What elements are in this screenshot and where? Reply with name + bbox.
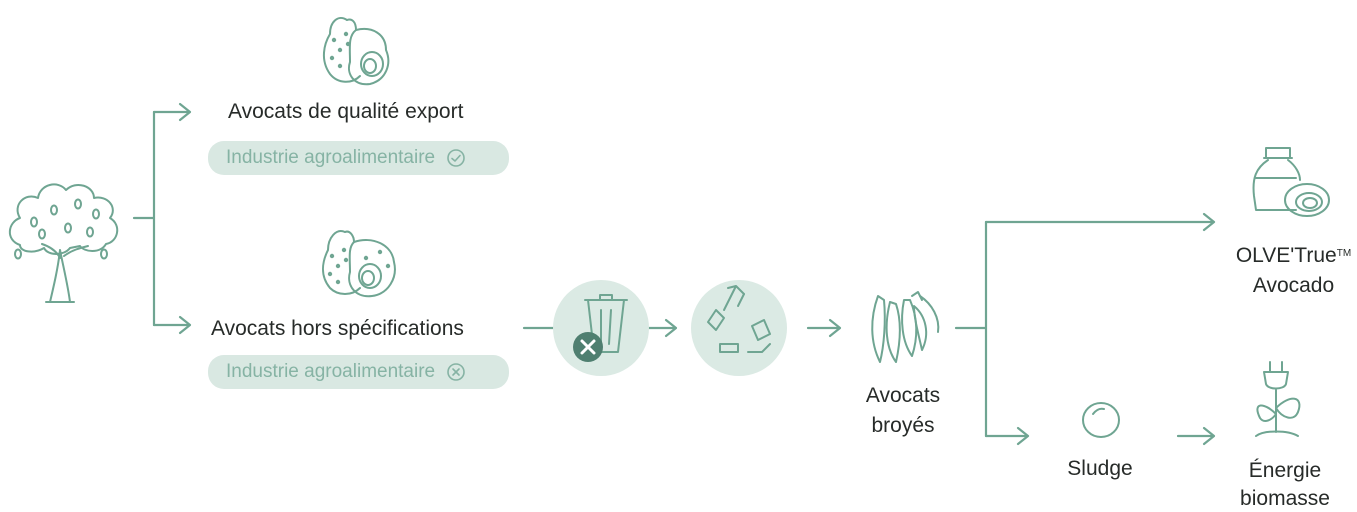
pill-label: Industrie agroalimentaire [226, 147, 436, 168]
crushed-line2: broyés [871, 414, 935, 437]
tree-branch-connector [132, 102, 192, 335]
oil-product-line1: OLVE'TrueTM [1230, 243, 1357, 269]
trash-bin-icon [553, 280, 649, 376]
avocado-slices-icon [871, 291, 940, 363]
export-avocados-label: Avocats de qualité export [228, 100, 464, 123]
x-circle-icon [447, 363, 466, 381]
pill-label: Industrie agroalimentaire [226, 361, 436, 382]
process-arrows [522, 318, 842, 338]
sludge-blob-icon [1082, 402, 1120, 438]
oil-product-label: OLVE'TrueTM Avocado [1230, 243, 1357, 299]
check-circle-icon [447, 149, 466, 167]
crushed-avocados-label: Avocats broyés [848, 383, 958, 439]
offspec-avocados-label: Avocats hors spécifications [211, 317, 464, 340]
avocado-pair-icon [322, 230, 396, 298]
energy-line1: Énergie [1248, 459, 1322, 482]
agrifood-industry-rejected-badge: Industrie agroalimentaire [208, 355, 509, 389]
plant-plug-icon [1255, 361, 1301, 437]
biomass-energy-label: Énergie biomasse [1225, 458, 1345, 512]
split-connector [954, 212, 1216, 446]
sludge-label: Sludge [1067, 457, 1133, 480]
agrifood-industry-accepted-badge: Industrie agroalimentaire [208, 141, 509, 175]
recycle-icon [691, 280, 787, 376]
avocado-pair-icon [323, 16, 390, 86]
trademark-mark: TM [1336, 248, 1352, 259]
avocado-tree-icon [8, 183, 119, 303]
oil-bottle-avocado-icon [1252, 147, 1330, 217]
energy-line2: biomasse [1240, 487, 1330, 510]
crushed-line1: Avocats [865, 384, 941, 407]
oil-product-name: OLVE'True [1235, 244, 1337, 267]
oil-product-line2: Avocado [1252, 274, 1335, 297]
